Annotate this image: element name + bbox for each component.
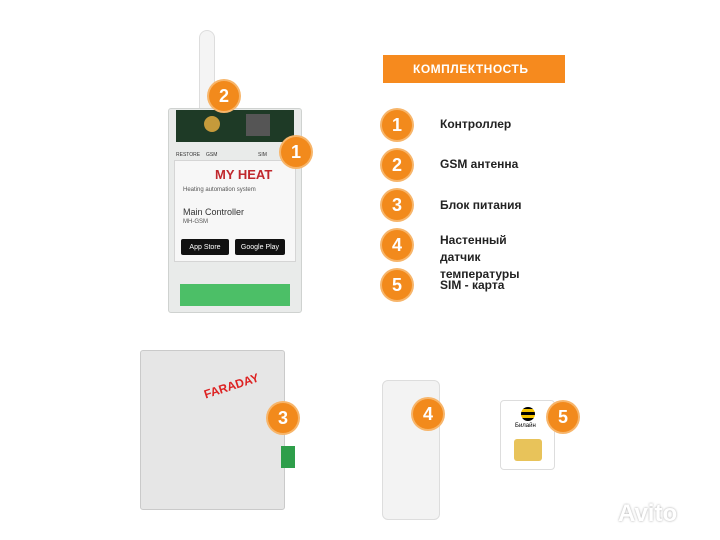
list-badge-1: 1 bbox=[382, 110, 412, 140]
list-badge-2: 2 bbox=[382, 150, 412, 180]
sim-operator: Билайн bbox=[515, 423, 536, 429]
gsm-label: GSM bbox=[206, 152, 218, 158]
list-badge-3: 3 bbox=[382, 190, 412, 220]
list-item-controller: Контроллер bbox=[440, 117, 512, 131]
badge-4: 4 bbox=[413, 399, 443, 429]
controller-front-panel: MY HEAT Heating automation system Main C… bbox=[174, 160, 296, 262]
list-item-sim: SIM - карта bbox=[440, 278, 505, 292]
badge-2: 2 bbox=[209, 81, 239, 111]
tagline: Heating automation system bbox=[183, 187, 256, 193]
brand-logo: MY HEAT bbox=[215, 167, 273, 182]
list-badge-4: 4 bbox=[382, 230, 412, 260]
badge-5: 5 bbox=[548, 402, 578, 432]
app-store-badge: App Store bbox=[181, 239, 229, 255]
google-play-badge: Google Play bbox=[235, 239, 285, 255]
section-header: КОМПЛЕКТНОСТЬ bbox=[383, 55, 565, 83]
controller-pcb bbox=[176, 110, 294, 142]
badge-3: 3 bbox=[268, 403, 298, 433]
avito-watermark: Avito bbox=[618, 500, 678, 527]
list-item-sensor: Настенный датчик температуры bbox=[440, 233, 520, 281]
list-item-power-supply: Блок питания bbox=[440, 198, 522, 212]
sim-label: SIM bbox=[258, 152, 267, 158]
faraday-logo: FARADAY bbox=[202, 370, 261, 402]
restore-label: RESTORE bbox=[176, 152, 201, 158]
terminal-block bbox=[180, 284, 290, 306]
controller-model: MH-GSM bbox=[183, 219, 208, 225]
list-item-antenna: GSM антенна bbox=[440, 157, 519, 171]
controller-title: Main Controller bbox=[183, 207, 245, 217]
badge-1: 1 bbox=[281, 137, 311, 167]
sim-card-image: Билайн bbox=[500, 400, 555, 470]
list-badge-5: 5 bbox=[382, 270, 412, 300]
power-supply-image: FARADAY bbox=[140, 350, 295, 510]
